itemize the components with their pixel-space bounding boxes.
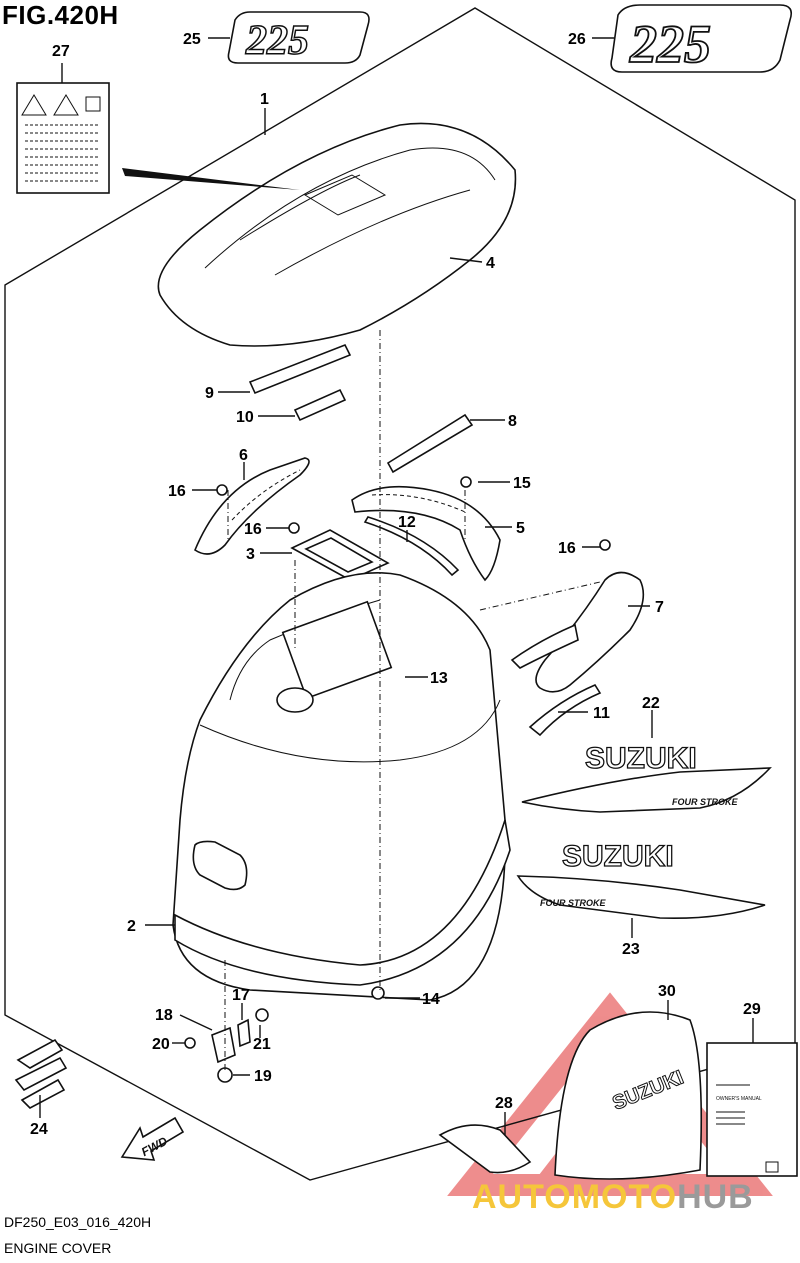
callout-15: 15 xyxy=(513,475,531,492)
fwd-arrow-icon: FWD xyxy=(120,1116,185,1161)
decal-24-stroke-text: FOUR STROKE xyxy=(540,898,606,908)
part-seal-11 xyxy=(528,683,602,737)
part-top-hood xyxy=(157,122,517,347)
part-seal-10 xyxy=(293,388,347,422)
callout-31: 30 xyxy=(658,983,676,1000)
part-screw-15 xyxy=(460,476,472,488)
callout-6: 6 xyxy=(239,447,248,464)
callout-30: 29 xyxy=(743,1001,761,1018)
callout-17: 16 xyxy=(244,521,262,538)
callout-24: 23 xyxy=(622,941,640,958)
callout-2: 2 xyxy=(127,918,136,935)
part-bolt-22 xyxy=(255,1008,269,1022)
decal-23-brand: SUZUKI xyxy=(585,742,697,775)
callout-14: 14 xyxy=(422,991,440,1008)
part-lower-cover-2 xyxy=(172,572,507,1001)
callout-26: 25 xyxy=(183,31,201,48)
callout-19: 18 xyxy=(155,1007,173,1024)
part-side-cover-7 xyxy=(535,571,645,693)
watermark-part1: AUTOMOTO xyxy=(472,1178,678,1216)
part-tool-bag-29 xyxy=(438,1124,532,1174)
watermark-text: AUTOMOTOHUB xyxy=(472,1178,754,1217)
part-caution-label xyxy=(16,82,110,194)
part-bracket-19 xyxy=(211,1026,236,1064)
callout-8: 8 xyxy=(508,413,517,430)
badge-225-large-text: 225 xyxy=(629,14,711,74)
callout-12: 12 xyxy=(398,514,416,531)
decal-24-brand: SUZUKI xyxy=(562,840,674,873)
callout-18: 17 xyxy=(232,987,250,1004)
part-seal-9 xyxy=(248,343,352,395)
callout-11: 11 xyxy=(593,705,610,722)
figure-title: FIG.420H xyxy=(2,0,119,30)
part-decal-24 xyxy=(516,875,766,920)
decal-23-stroke-text: FOUR STROKE xyxy=(672,797,738,807)
callout-4: 4 xyxy=(486,255,495,272)
part-seal-8 xyxy=(386,413,474,474)
part-rear-cover-5 xyxy=(351,485,501,582)
part-owners-manual-30 xyxy=(706,1042,798,1177)
callout-3: 3 xyxy=(246,546,255,563)
callout-25: 24 xyxy=(30,1121,48,1138)
callout-16-b: 16 xyxy=(558,540,576,557)
part-screw-16-a xyxy=(216,484,228,496)
part-side-cover-6 xyxy=(194,457,310,555)
part-decal-23 xyxy=(521,767,772,813)
part-screw-17 xyxy=(288,522,300,534)
part-cover-bag-31 xyxy=(554,1011,703,1180)
part-bolt-14 xyxy=(371,986,385,1000)
callout-1: 1 xyxy=(260,91,269,108)
part-seal-12 xyxy=(363,516,460,577)
callout-10: 10 xyxy=(236,409,254,426)
manual-title: OWNER'S MANUAL xyxy=(716,1096,762,1102)
figure-code: DF250_E03_016_420H xyxy=(4,1214,152,1230)
callout-7: 7 xyxy=(655,599,664,616)
callout-16-a: 16 xyxy=(168,483,186,500)
callout-22: 21 xyxy=(253,1036,271,1053)
callout-9: 9 xyxy=(205,385,214,402)
part-screw-16-b xyxy=(599,539,611,551)
callout-23: 22 xyxy=(642,695,660,712)
part-badge-225-large xyxy=(610,4,793,73)
callout-29: 28 xyxy=(495,1095,513,1112)
part-bolt-21 xyxy=(184,1037,196,1049)
callout-5: 5 xyxy=(516,520,525,537)
callout-27: 26 xyxy=(568,31,586,48)
callout-20: 19 xyxy=(254,1068,272,1085)
part-emblem-25 xyxy=(14,1038,68,1109)
watermark-part2: HUB xyxy=(677,1178,754,1216)
figure-name: ENGINE COVER xyxy=(4,1240,112,1256)
callout-13: 13 xyxy=(430,670,448,687)
part-grommet-20 xyxy=(217,1067,233,1083)
callout-28: 27 xyxy=(52,43,70,60)
part-bracket-18 xyxy=(237,1018,251,1048)
part-badge-225-small xyxy=(227,11,370,64)
callout-21: 20 xyxy=(152,1036,170,1053)
badge-225-small-text: 225 xyxy=(245,18,309,64)
